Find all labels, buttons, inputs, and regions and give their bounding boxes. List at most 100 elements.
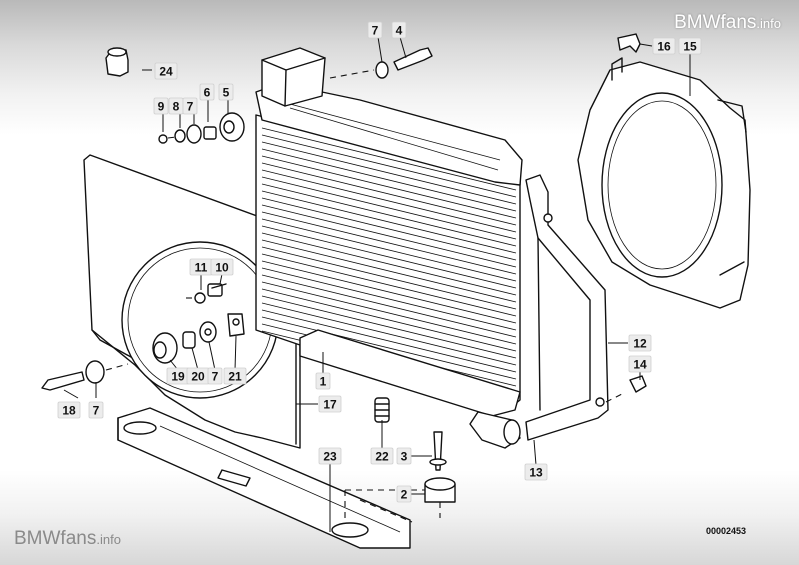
radiator-fin-line bbox=[261, 274, 517, 338]
callout-label: 18 bbox=[62, 404, 76, 418]
radiator-fin-line bbox=[261, 218, 517, 282]
callout-box bbox=[218, 83, 234, 101]
callout-box bbox=[57, 401, 81, 419]
callout-box bbox=[88, 401, 104, 419]
watermark-top: BMWfans.info bbox=[674, 12, 781, 34]
leader-line bbox=[219, 273, 223, 285]
callout-c9: 9 bbox=[153, 97, 169, 115]
callout-label: 7 bbox=[187, 100, 194, 114]
callout-c17: 17 bbox=[318, 395, 342, 413]
radiator-fin-line bbox=[261, 246, 517, 310]
callout-label: 7 bbox=[372, 24, 379, 38]
callout-c15: 15 bbox=[678, 37, 702, 55]
watermark-suffix: .info bbox=[756, 16, 781, 31]
callout-c6: 6 bbox=[199, 83, 215, 101]
radiator-fin-line bbox=[261, 148, 517, 212]
callout-c7b: 7 bbox=[367, 21, 383, 39]
callout-box bbox=[628, 334, 652, 352]
callout-label: 3 bbox=[401, 450, 408, 464]
leader-line bbox=[399, 36, 407, 59]
radiator-fin-line bbox=[261, 190, 517, 254]
callout-box bbox=[370, 447, 394, 465]
leader-line bbox=[191, 347, 199, 371]
callout-box bbox=[652, 37, 676, 55]
radiator-fin-line bbox=[261, 309, 517, 373]
callout-label: 8 bbox=[173, 100, 180, 114]
callout-box bbox=[223, 367, 247, 385]
callout-label: 22 bbox=[375, 450, 389, 464]
radiator-fin-line bbox=[261, 225, 517, 289]
radiator-fin-line bbox=[261, 239, 517, 303]
callout-c8: 8 bbox=[168, 97, 184, 115]
callout-label: 17 bbox=[323, 398, 337, 412]
callout-c20: 20 bbox=[186, 367, 210, 385]
callout-box bbox=[315, 372, 331, 390]
leader-line bbox=[234, 335, 237, 371]
callout-label: 24 bbox=[159, 65, 173, 79]
callout-c3: 3 bbox=[396, 447, 412, 465]
callout-label: 14 bbox=[633, 358, 647, 372]
callout-label: 15 bbox=[683, 40, 697, 54]
crossmember-part bbox=[117, 407, 411, 549]
callout-c13: 13 bbox=[524, 463, 548, 481]
callout-box bbox=[210, 258, 234, 276]
radiator-fin-line bbox=[261, 295, 517, 359]
callout-label: 12 bbox=[633, 337, 647, 351]
radiator-fin-line bbox=[261, 155, 517, 219]
radiator-fin-line bbox=[261, 204, 517, 268]
callout-label: 19 bbox=[171, 370, 185, 384]
callout-label: 6 bbox=[204, 86, 211, 100]
leader-line bbox=[377, 36, 383, 63]
radiator-fin-line bbox=[261, 260, 517, 324]
callout-box bbox=[318, 447, 342, 465]
callout-c7d: 7 bbox=[88, 401, 104, 419]
leader-line bbox=[533, 439, 537, 466]
callout-box bbox=[628, 355, 652, 373]
callout-label: 13 bbox=[529, 466, 543, 480]
callout-label: 21 bbox=[228, 370, 242, 384]
callout-label: 2 bbox=[401, 488, 408, 502]
leader-line bbox=[639, 43, 653, 47]
callout-label: 7 bbox=[93, 404, 100, 418]
callout-c2: 2 bbox=[396, 485, 412, 503]
callout-label: 10 bbox=[215, 261, 229, 275]
callout-c5: 5 bbox=[218, 83, 234, 101]
callout-box bbox=[396, 485, 412, 503]
callout-label: 16 bbox=[657, 40, 671, 54]
leader-line bbox=[63, 389, 79, 399]
callout-box bbox=[367, 21, 383, 39]
radiator-fin-line bbox=[261, 232, 517, 296]
callout-box bbox=[207, 367, 223, 385]
watermark-bottom: BMWfans.info bbox=[14, 528, 121, 550]
radiator-fin-line bbox=[261, 162, 517, 226]
callout-box bbox=[318, 395, 342, 413]
callout-c1: 1 bbox=[315, 372, 331, 390]
leader-line bbox=[208, 341, 216, 371]
callout-c23: 23 bbox=[318, 447, 342, 465]
radiator-part bbox=[255, 47, 623, 449]
radiator-fin-line bbox=[261, 211, 517, 275]
radiator-fin-line bbox=[261, 183, 517, 247]
callout-box bbox=[391, 21, 407, 39]
radiator-fin-line bbox=[261, 288, 517, 352]
callout-c22: 22 bbox=[370, 447, 394, 465]
callout-box bbox=[182, 97, 198, 115]
watermark-brand: BMWfans bbox=[14, 528, 97, 549]
radiator-fin-line bbox=[261, 267, 517, 331]
callout-label: 5 bbox=[223, 86, 230, 100]
callout-box bbox=[396, 447, 412, 465]
radiator-fin-line bbox=[261, 197, 517, 261]
callout-c24a: 24 bbox=[154, 62, 178, 80]
callout-label: 23 bbox=[323, 450, 337, 464]
callout-label: 9 bbox=[158, 100, 165, 114]
callout-c14: 14 bbox=[628, 355, 652, 373]
callout-box bbox=[678, 37, 702, 55]
radiator-fin-line bbox=[261, 316, 517, 380]
callout-label: 20 bbox=[191, 370, 205, 384]
callout-c19: 19 bbox=[166, 367, 190, 385]
callout-box bbox=[153, 97, 169, 115]
radiator-fin-line bbox=[261, 134, 517, 198]
hardware-parts bbox=[41, 47, 647, 523]
